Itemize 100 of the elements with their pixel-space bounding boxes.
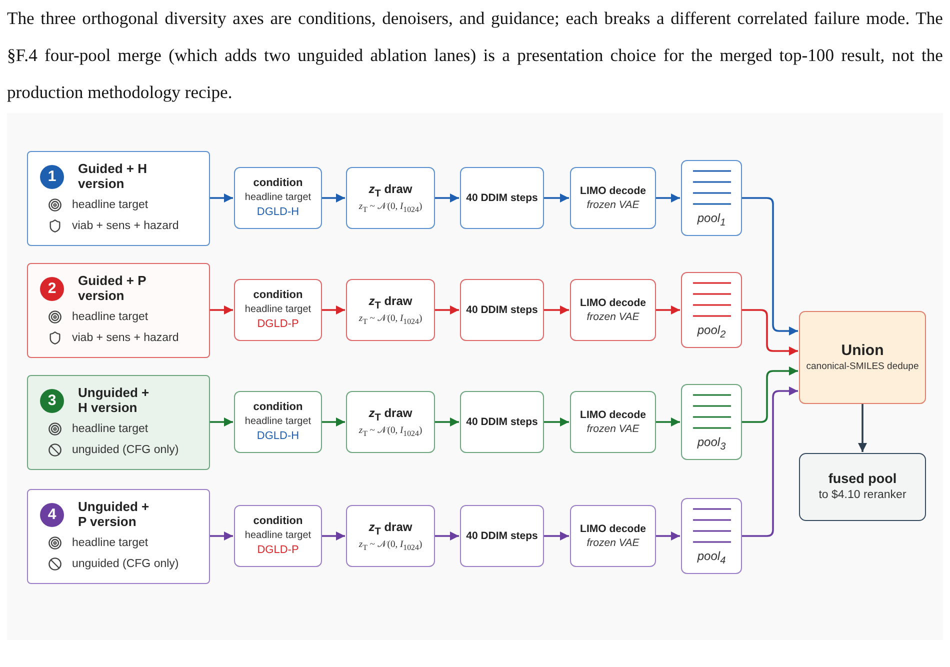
arrow [210, 194, 233, 202]
arrow [322, 418, 345, 426]
arrow [656, 532, 680, 540]
formula: z$_{T}$ ~ 𝒩(0, I$_{1024}$) [358, 200, 422, 216]
lane-title: Guided + P version [78, 272, 148, 302]
step-title: 40 DDIM steps [466, 414, 538, 430]
process-box [460, 279, 544, 341]
pool-label: pool$_{3}$ [697, 434, 726, 454]
process-box [346, 279, 435, 341]
process-box [234, 391, 322, 453]
lane-item: headline target [72, 423, 148, 435]
lane-box [27, 150, 210, 246]
number-badge: 1 [40, 164, 64, 188]
step-title: 40 DDIM steps [466, 190, 538, 206]
node-title: fused pool [828, 470, 897, 488]
arrow [544, 418, 569, 426]
formula: z$_{T}$ ~ 𝒩(0, I$_{1024}$) [358, 312, 422, 328]
step-title: z$_{T}$ draw [368, 292, 412, 313]
arrow [742, 386, 798, 537]
pool-box [681, 272, 742, 348]
lane-item: unguided (CFG only) [72, 558, 179, 570]
formula: z$_{T}$ ~ 𝒩(0, I$_{1024}$) [358, 538, 422, 554]
process-box [460, 505, 544, 567]
version-tag: DGLD-P [257, 316, 299, 332]
process-box [346, 391, 435, 453]
arrow [656, 306, 680, 314]
arrow [322, 532, 345, 540]
process-box [460, 167, 544, 229]
node-title: Union [841, 340, 884, 361]
step-title: 40 DDIM steps [466, 302, 538, 318]
step-title: z$_{T}$ draw [368, 180, 412, 201]
step-title: condition [253, 176, 303, 192]
lane-item: headline target [72, 199, 148, 211]
lane-item: headline target [72, 311, 148, 323]
arrow [742, 309, 798, 356]
node-detail: canonical-SMILES dedupe [806, 361, 919, 374]
step-title: condition [253, 400, 303, 416]
arrow [210, 532, 233, 540]
number-badge: 2 [40, 276, 64, 300]
step-title: z$_{T}$ draw [368, 518, 412, 539]
lane-title: Guided + H version [78, 160, 148, 190]
arrow [544, 194, 569, 202]
process-box [346, 505, 435, 567]
pool-label: pool$_{1}$ [697, 210, 726, 230]
merge-box [799, 311, 926, 404]
arrow [544, 532, 569, 540]
lane-box [27, 488, 210, 584]
arrow [210, 306, 233, 314]
step-title: LIMO decode [580, 522, 646, 536]
formula: z$_{T}$ ~ 𝒩(0, I$_{1024}$) [358, 424, 422, 440]
version-tag: DGLD-H [256, 204, 300, 220]
step-detail: frozen VAE [586, 536, 640, 550]
arrow [210, 418, 233, 426]
arrow [435, 418, 459, 426]
lane-item: viab + sens + hazard [72, 332, 179, 344]
process-box [234, 279, 322, 341]
arrow [435, 532, 459, 540]
pool-box [681, 384, 742, 460]
step-detail: headline target [244, 303, 312, 317]
arrow [435, 306, 459, 314]
output-box [799, 453, 926, 521]
process-box [460, 391, 544, 453]
step-title: condition [253, 514, 303, 530]
arrow [322, 194, 345, 202]
step-detail: frozen VAE [586, 198, 640, 212]
pool-box [681, 160, 742, 236]
arrow [435, 194, 459, 202]
arrow [742, 366, 798, 423]
process-box [570, 279, 656, 341]
arrow [656, 418, 680, 426]
step-title: LIMO decode [580, 184, 646, 198]
step-detail: headline target [244, 415, 312, 429]
pool-label: pool$_{2}$ [697, 322, 726, 342]
lane-item: headline target [72, 537, 148, 549]
step-detail: headline target [244, 529, 312, 543]
step-title: condition [253, 288, 303, 304]
pool-label: pool$_{4}$ [697, 548, 726, 568]
process-box [234, 167, 322, 229]
pool-box [681, 498, 742, 574]
arrow [742, 197, 798, 336]
step-detail: headline target [244, 191, 312, 205]
arrow [656, 194, 680, 202]
process-box [346, 167, 435, 229]
lane-title: Unguided + H version [78, 384, 150, 414]
version-tag: DGLD-H [256, 428, 300, 444]
process-box [570, 505, 656, 567]
number-badge: 4 [40, 502, 64, 526]
lane-box [27, 374, 210, 470]
lane-item: viab + sens + hazard [72, 220, 179, 232]
process-box [570, 391, 656, 453]
lane-box [27, 262, 210, 358]
arrow [544, 306, 569, 314]
number-badge: 3 [40, 388, 64, 412]
node-detail: to $4.10 reranker [818, 488, 906, 504]
caption: The three orthogonal diversity axes are conditions, denoisers, and guidance; each breaks a different correlated failure mode. The §F.4 four-pool merge (which adds two unguided ablation lanes) is a presentation choice for the merged top-100 result, not the production methodology recipe. [7, 7, 943, 104]
step-title: 40 DDIM steps [466, 528, 538, 544]
lane-title: Unguided + P version [78, 498, 150, 528]
arrow [858, 404, 867, 452]
arrow [322, 306, 345, 314]
step-title: LIMO decode [580, 408, 646, 422]
